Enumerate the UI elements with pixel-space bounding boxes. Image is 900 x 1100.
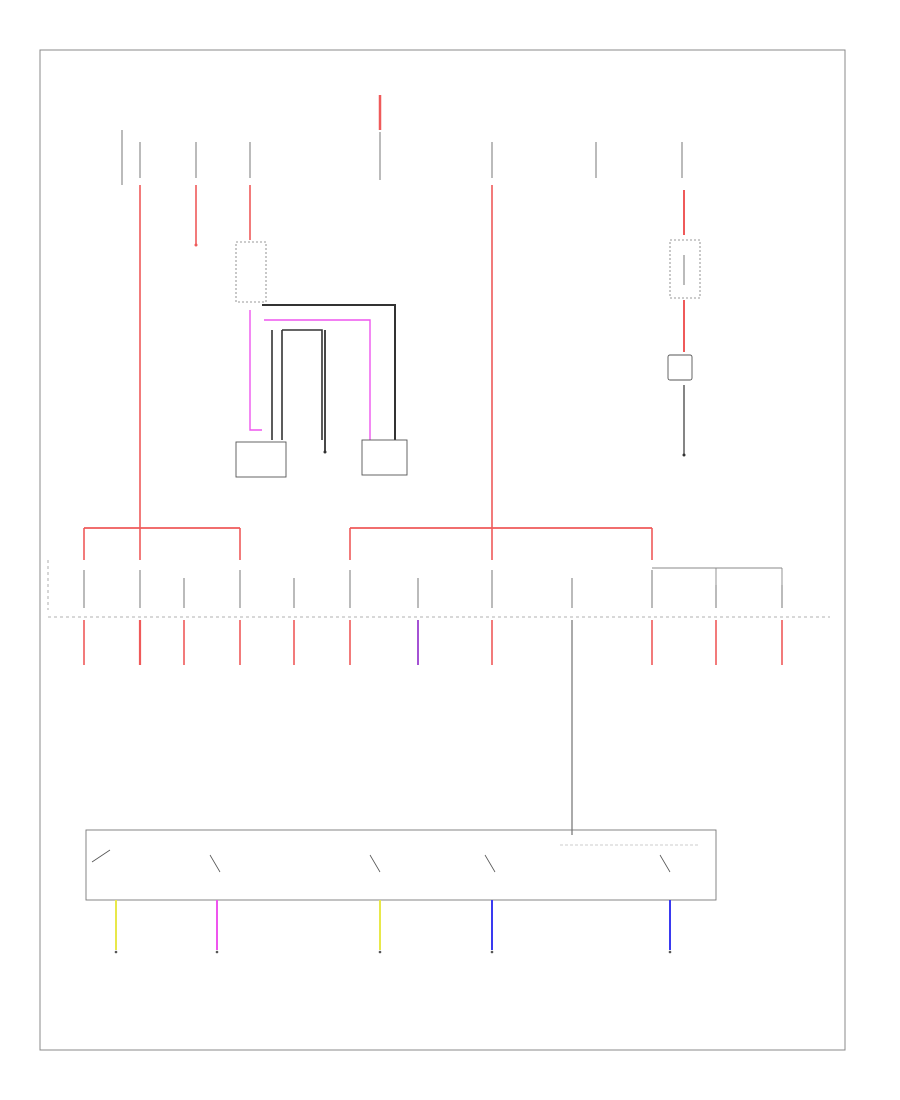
- red-bus-right: [349, 527, 653, 560]
- right-center-module-box: [361, 439, 408, 476]
- right-module-box: [667, 354, 693, 381]
- relay-block-bottom: [85, 829, 717, 901]
- left-module-box: [235, 441, 287, 478]
- wire-fuse-7: [682, 190, 686, 457]
- wire-fuse-2: [194, 185, 198, 247]
- middle-fuse-row: [83, 570, 783, 608]
- switch-assembly-center: [235, 241, 408, 478]
- bottom-wires: [115, 900, 671, 950]
- relay-assembly-right: [667, 239, 701, 381]
- wire-endpoints: [114, 950, 672, 954]
- top-fuse-row: [121, 130, 683, 185]
- drop-wires: [83, 620, 783, 835]
- diagram-frame: [39, 49, 846, 1051]
- red-bus-left: [83, 527, 241, 560]
- fuse-block-dashed: [47, 560, 830, 618]
- gray-bus-right: [652, 567, 783, 585]
